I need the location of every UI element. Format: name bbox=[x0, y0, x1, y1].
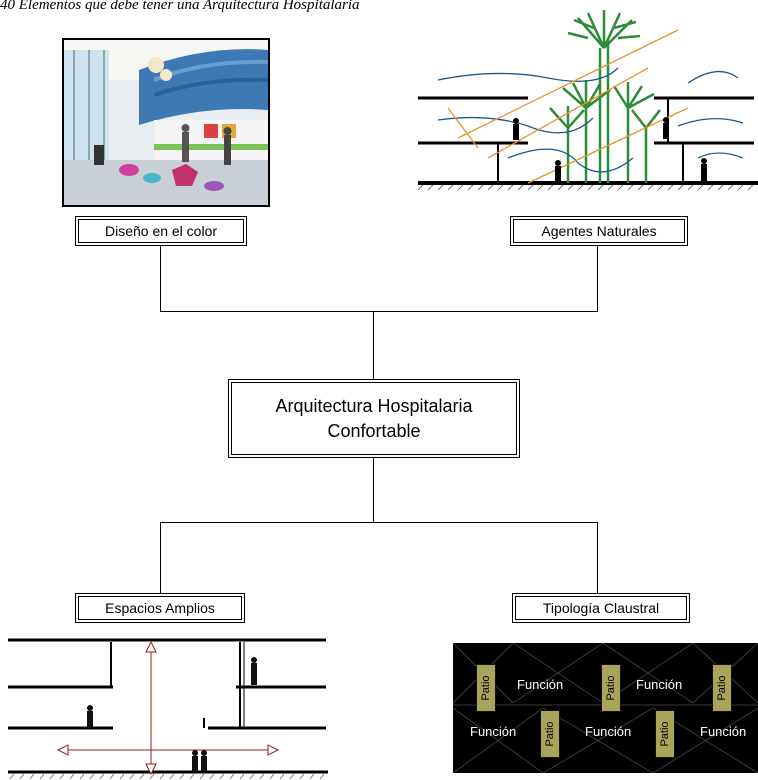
connector-left-top bbox=[160, 244, 161, 312]
patio-label: Patio bbox=[716, 675, 728, 701]
connector-center-bottom bbox=[373, 456, 374, 523]
connector-horizontal-top bbox=[160, 311, 598, 312]
funcion-label: Función bbox=[636, 677, 683, 692]
funcion-label: Función bbox=[585, 724, 632, 739]
natural-agents-diagram bbox=[417, 10, 758, 191]
connector-right-bottom bbox=[597, 522, 598, 593]
patio-cell: Patio bbox=[476, 664, 496, 712]
node-arquitectura-central: Arquitectura Hospitalaria Confortable bbox=[228, 379, 520, 458]
wide-spaces-section-diagram bbox=[8, 638, 328, 780]
patio-label: Patio bbox=[480, 675, 492, 701]
node-agentes-naturales-label: Agentes Naturales bbox=[541, 223, 657, 239]
patio-label: Patio bbox=[544, 721, 556, 747]
connector-right-top bbox=[597, 244, 598, 312]
hospital-interior-photo bbox=[62, 38, 270, 207]
patio-cell: Patio bbox=[655, 710, 675, 758]
node-espacios-amplios: Espacios Amplios bbox=[75, 593, 245, 623]
node-tipologia-claustral: Tipología Claustral bbox=[512, 593, 690, 623]
patio-label: Patio bbox=[605, 675, 617, 701]
funcion-label: Función bbox=[470, 724, 517, 739]
node-espacios-amplios-label: Espacios Amplios bbox=[105, 600, 215, 616]
patio-cell: Patio bbox=[712, 664, 732, 712]
patio-label: Patio bbox=[659, 721, 671, 747]
connector-left-bottom bbox=[160, 522, 161, 593]
figure-caption: 40 Elementos que debe tener una Arquitec… bbox=[0, 0, 360, 13]
patio-cell: Patio bbox=[540, 710, 560, 758]
patio-cell: Patio bbox=[601, 664, 621, 712]
node-arquitectura-central-label: Arquitectura Hospitalaria Confortable bbox=[275, 395, 473, 441]
connector-horizontal-bottom bbox=[160, 522, 598, 523]
node-diseno-color: Diseño en el color bbox=[75, 216, 247, 246]
funcion-label: Función bbox=[517, 677, 564, 692]
connector-center-top bbox=[373, 311, 374, 379]
funcion-label: Función bbox=[700, 724, 747, 739]
node-agentes-naturales: Agentes Naturales bbox=[510, 216, 688, 246]
node-diseno-color-label: Diseño en el color bbox=[104, 223, 218, 239]
node-tipologia-claustral-label: Tipología Claustral bbox=[542, 600, 660, 616]
